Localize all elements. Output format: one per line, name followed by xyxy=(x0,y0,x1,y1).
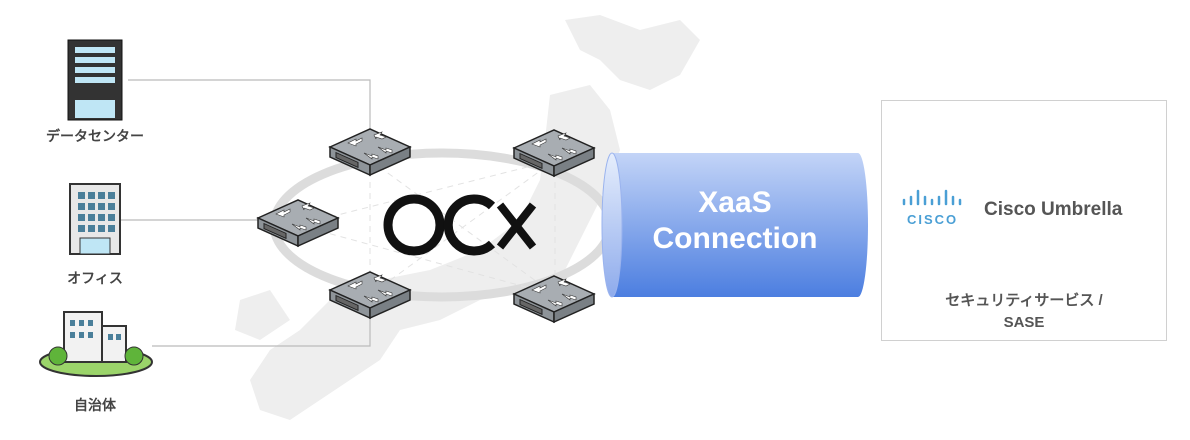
service-category-line2: SASE xyxy=(1003,314,1045,331)
municipality-icon xyxy=(39,311,153,377)
service-box xyxy=(881,100,1167,341)
municipality-label: 自治体 xyxy=(74,397,116,413)
xaas-line1: XaaS xyxy=(698,186,772,219)
ocx-logo xyxy=(383,194,537,256)
xaas-connection-label: XaaS Connection xyxy=(620,185,850,257)
cisco-logo-icon xyxy=(902,189,962,206)
xaas-line2: Connection xyxy=(652,222,818,255)
office-icon xyxy=(69,183,121,255)
office-label: オフィス xyxy=(67,270,123,286)
cisco-wordmark: cisco xyxy=(907,212,959,227)
xaas-connection-cylinder xyxy=(601,152,868,298)
switch-icon xyxy=(257,199,339,247)
datacenter-icon xyxy=(67,39,123,121)
service-product-name: Cisco Umbrella xyxy=(984,199,1123,220)
connector-lines xyxy=(120,79,371,347)
service-category: セキュリティサービス / SASE xyxy=(881,290,1167,334)
japan-map-background xyxy=(235,15,700,420)
datacenter-label: データセンター xyxy=(46,128,144,144)
service-category-line1: セキュリティサービス / xyxy=(945,292,1103,309)
